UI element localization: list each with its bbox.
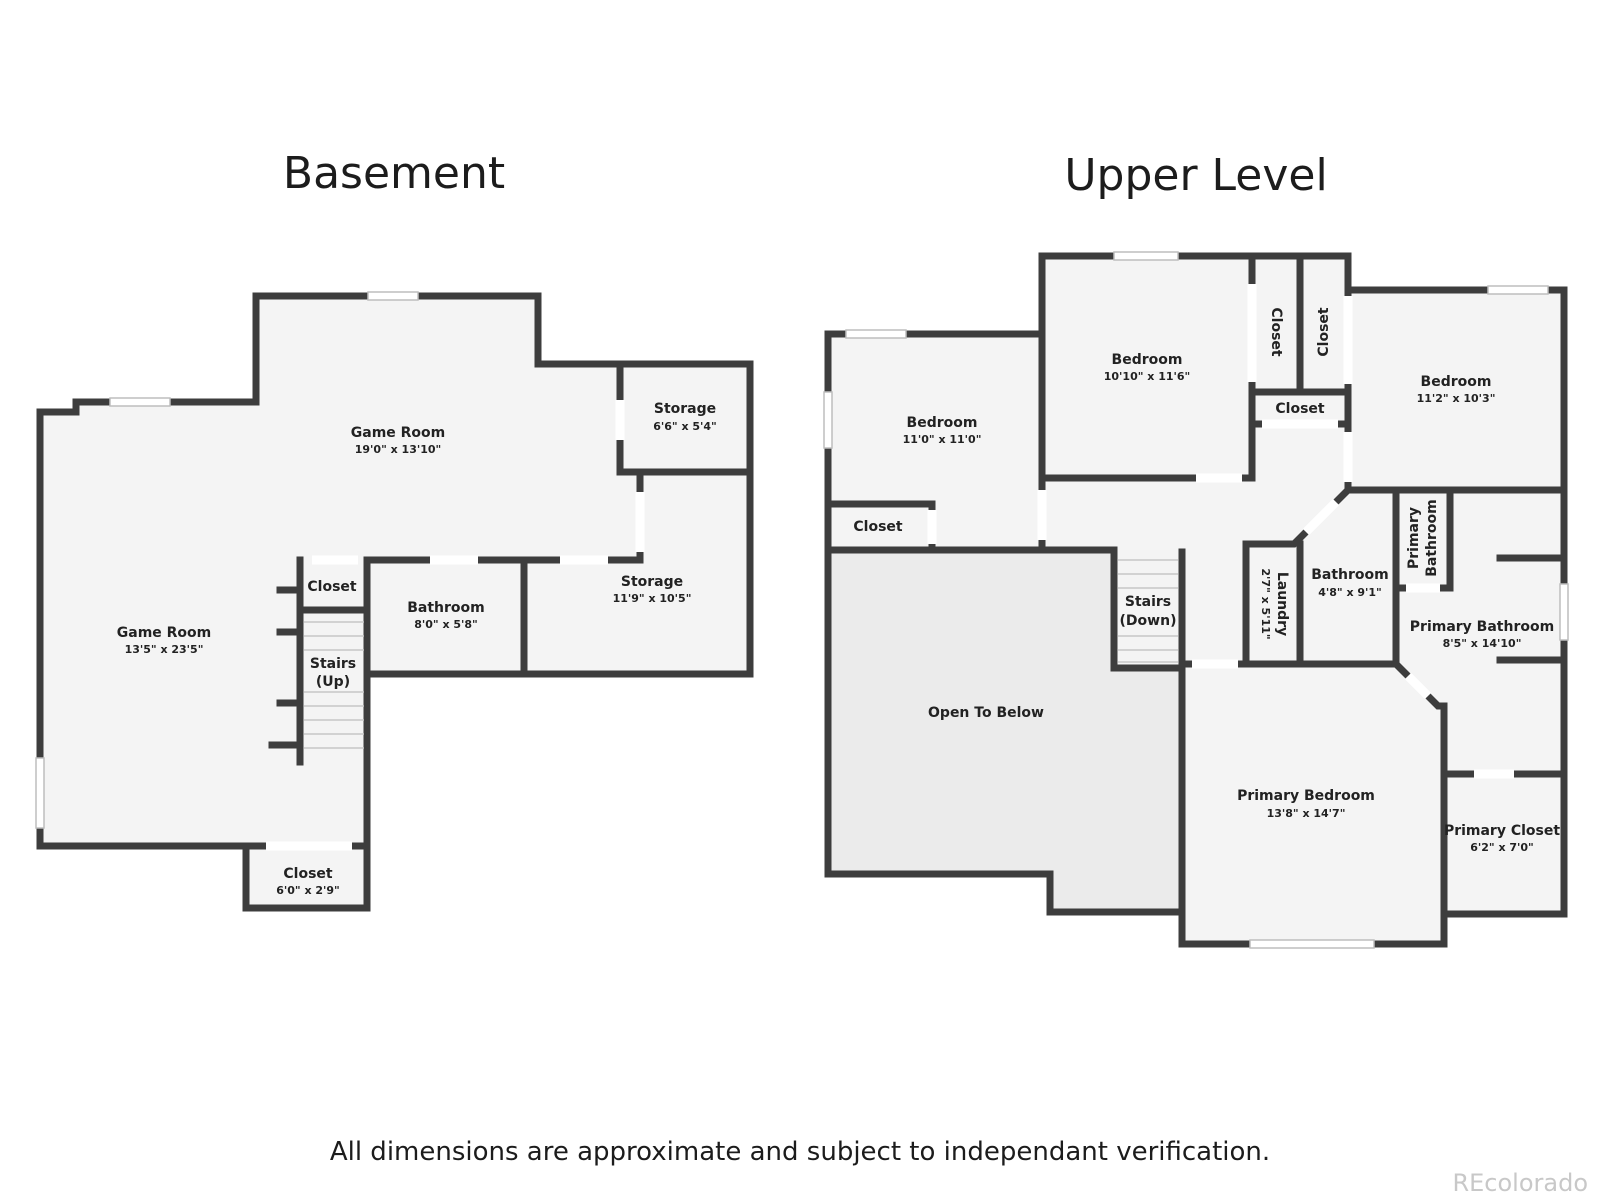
upper-primary-bedroom-dims: 13'8" x 14'7" [1267,807,1346,820]
basement-game-room-top-dims: 19'0" x 13'10" [355,443,442,456]
upper-bedroom-left-name: Bedroom [907,415,978,431]
disclaimer-text: All dimensions are approximate and subje… [330,1137,1270,1167]
upper-bedroom-right-dims: 11'2" x 10'3" [1417,392,1496,405]
upper-bedroom-center-dims: 10'10" x 11'6" [1104,370,1191,383]
upper-level-title: Upper Level [1064,150,1327,201]
upper-open-to-below-name: Open To Below [928,705,1044,721]
upper-stairs-direction: (Down) [1120,613,1177,629]
upper-closet-vertical-b-name: Closet [1316,307,1332,357]
upper-window-bedroom-left-side [823,391,833,449]
basement-storage-small-dims: 6'6" x 5'4" [653,420,717,433]
basement-storage-small-name: Storage [654,401,716,417]
basement-game-room-left-name: Game Room [117,625,212,641]
watermark-logo: REcolorado [1452,1169,1588,1197]
upper-window-primary-bath [1559,583,1569,641]
upper-closet-left-name: Closet [853,519,903,535]
basement-closet-lower-dims: 6'0" x 2'9" [276,884,340,897]
upper-closet-horizontal-name: Closet [1275,401,1325,417]
basement-stairs-name: Stairs [310,656,356,672]
upper-outer-wall [824,252,1568,948]
upper-window-bedroom-left-top [845,329,907,339]
basement-plan: Game Room 19'0" x 13'10" Game Room 13'5"… [35,291,754,912]
basement-stairs-treads [304,621,364,749]
upper-primary-closet-dims: 6'2" x 7'0" [1470,841,1534,854]
open-to-below-floor [828,550,1182,912]
upper-stairs-treads [1118,559,1178,663]
upper-bathroom-name: Bathroom [1311,567,1389,583]
basement-closet-lower-name: Closet [283,866,333,882]
basement-game-room-left-dims: 13'5" x 23'5" [125,643,204,656]
upper-primary-bathroom-dims: 8'5" x 14'10" [1443,637,1522,650]
upper-stairs-name: Stairs [1125,594,1171,610]
basement-bathroom-dims: 8'0" x 5'8" [414,618,478,631]
upper-primary-bath-small-line2: Bathroom [1424,499,1440,577]
upper-window-primary-bedroom [1249,939,1375,949]
basement-outer-wall [36,292,754,912]
upper-bedroom-center-name: Bedroom [1112,352,1183,368]
basement-stairs-direction: (Up) [316,674,350,690]
upper-primary-closet-name: Primary Closet [1444,823,1560,839]
upper-bedroom-left-dims: 11'0" x 11'0" [903,433,982,446]
basement-game-room-top-name: Game Room [351,425,446,441]
upper-level-plan: Bedroom 11'0" x 11'0" Bedroom 10'10" x 1… [823,251,1569,949]
basement-title: Basement [283,148,505,199]
upper-primary-bedroom-name: Primary Bedroom [1237,788,1375,804]
basement-closet-upper-name: Closet [307,579,357,595]
upper-window-bedroom-right [1487,285,1549,295]
upper-closet-vertical-a-name: Closet [1268,307,1284,357]
basement-storage-large-dims: 11'9" x 10'5" [613,592,692,605]
basement-window-top [367,291,419,301]
basement-window-left-top [109,397,171,407]
upper-door-bath-diagonal [1302,498,1340,536]
basement-storage-large-name: Storage [621,574,683,590]
upper-window-bedroom-center [1113,251,1179,261]
upper-laundry-dims: 2'7" x 5'11" [1259,568,1272,639]
upper-primary-bath-small-line1: Primary [1406,507,1422,569]
basement-floor [40,296,750,908]
upper-laundry-name: Laundry [1274,572,1290,636]
upper-door-primary-diagonal [1404,672,1432,700]
upper-bedroom-right-name: Bedroom [1421,374,1492,390]
basement-window-left [35,757,45,829]
basement-bathroom-name: Bathroom [407,600,485,616]
upper-bathroom-dims: 4'8" x 9'1" [1318,586,1382,599]
upper-primary-bathroom-name: Primary Bathroom [1410,619,1554,635]
